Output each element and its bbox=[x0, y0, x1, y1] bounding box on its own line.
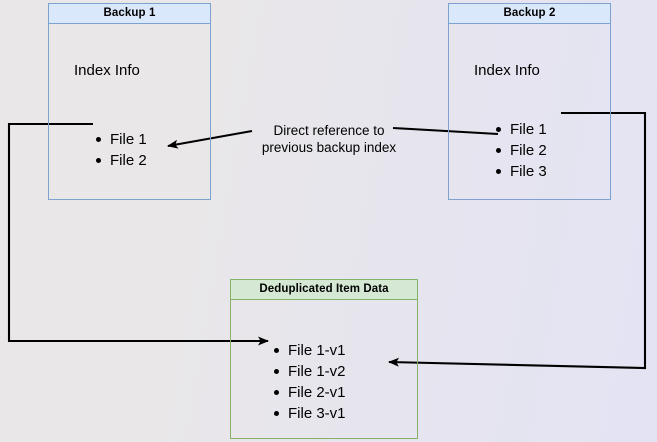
backup2-file-list: File 1 File 2 File 3 bbox=[495, 119, 547, 182]
list-item: File 1-v2 bbox=[273, 361, 346, 382]
list-item: File 2 bbox=[95, 150, 147, 171]
backup2-index-info-label: Index Info bbox=[474, 62, 540, 79]
node-backup2[interactable]: Backup 2 Index Info File 1 File 2 File 3 bbox=[448, 3, 611, 200]
node-backup2-body: Index Info File 1 File 2 File 3 bbox=[448, 24, 611, 200]
list-item: File 2 bbox=[495, 140, 547, 161]
node-dedup-title: Deduplicated Item Data bbox=[230, 279, 418, 300]
dedup-file-list: File 1-v1 File 1-v2 File 2-v1 File 3-v1 bbox=[273, 340, 346, 424]
list-item: File 1 bbox=[495, 119, 547, 140]
backup1-index-info-label: Index Info bbox=[74, 62, 140, 79]
list-item: File 1-v1 bbox=[273, 340, 346, 361]
edge-label-direct-reference: Direct reference to previous backup inde… bbox=[261, 123, 397, 155]
node-backup2-title: Backup 2 bbox=[448, 3, 611, 24]
node-backup1[interactable]: Backup 1 Index Info File 1 File 2 bbox=[48, 3, 211, 200]
node-deduplicated-item-data[interactable]: Deduplicated Item Data File 1-v1 File 1-… bbox=[230, 279, 418, 439]
backup1-file-list: File 1 File 2 bbox=[95, 129, 147, 171]
node-backup1-title: Backup 1 bbox=[48, 3, 211, 24]
node-backup1-body: Index Info File 1 File 2 bbox=[48, 24, 211, 200]
list-item: File 3 bbox=[495, 161, 547, 182]
list-item: File 1 bbox=[95, 129, 147, 150]
list-item: File 2-v1 bbox=[273, 382, 346, 403]
node-dedup-body: File 1-v1 File 1-v2 File 2-v1 File 3-v1 bbox=[230, 300, 418, 439]
list-item: File 3-v1 bbox=[273, 403, 346, 424]
